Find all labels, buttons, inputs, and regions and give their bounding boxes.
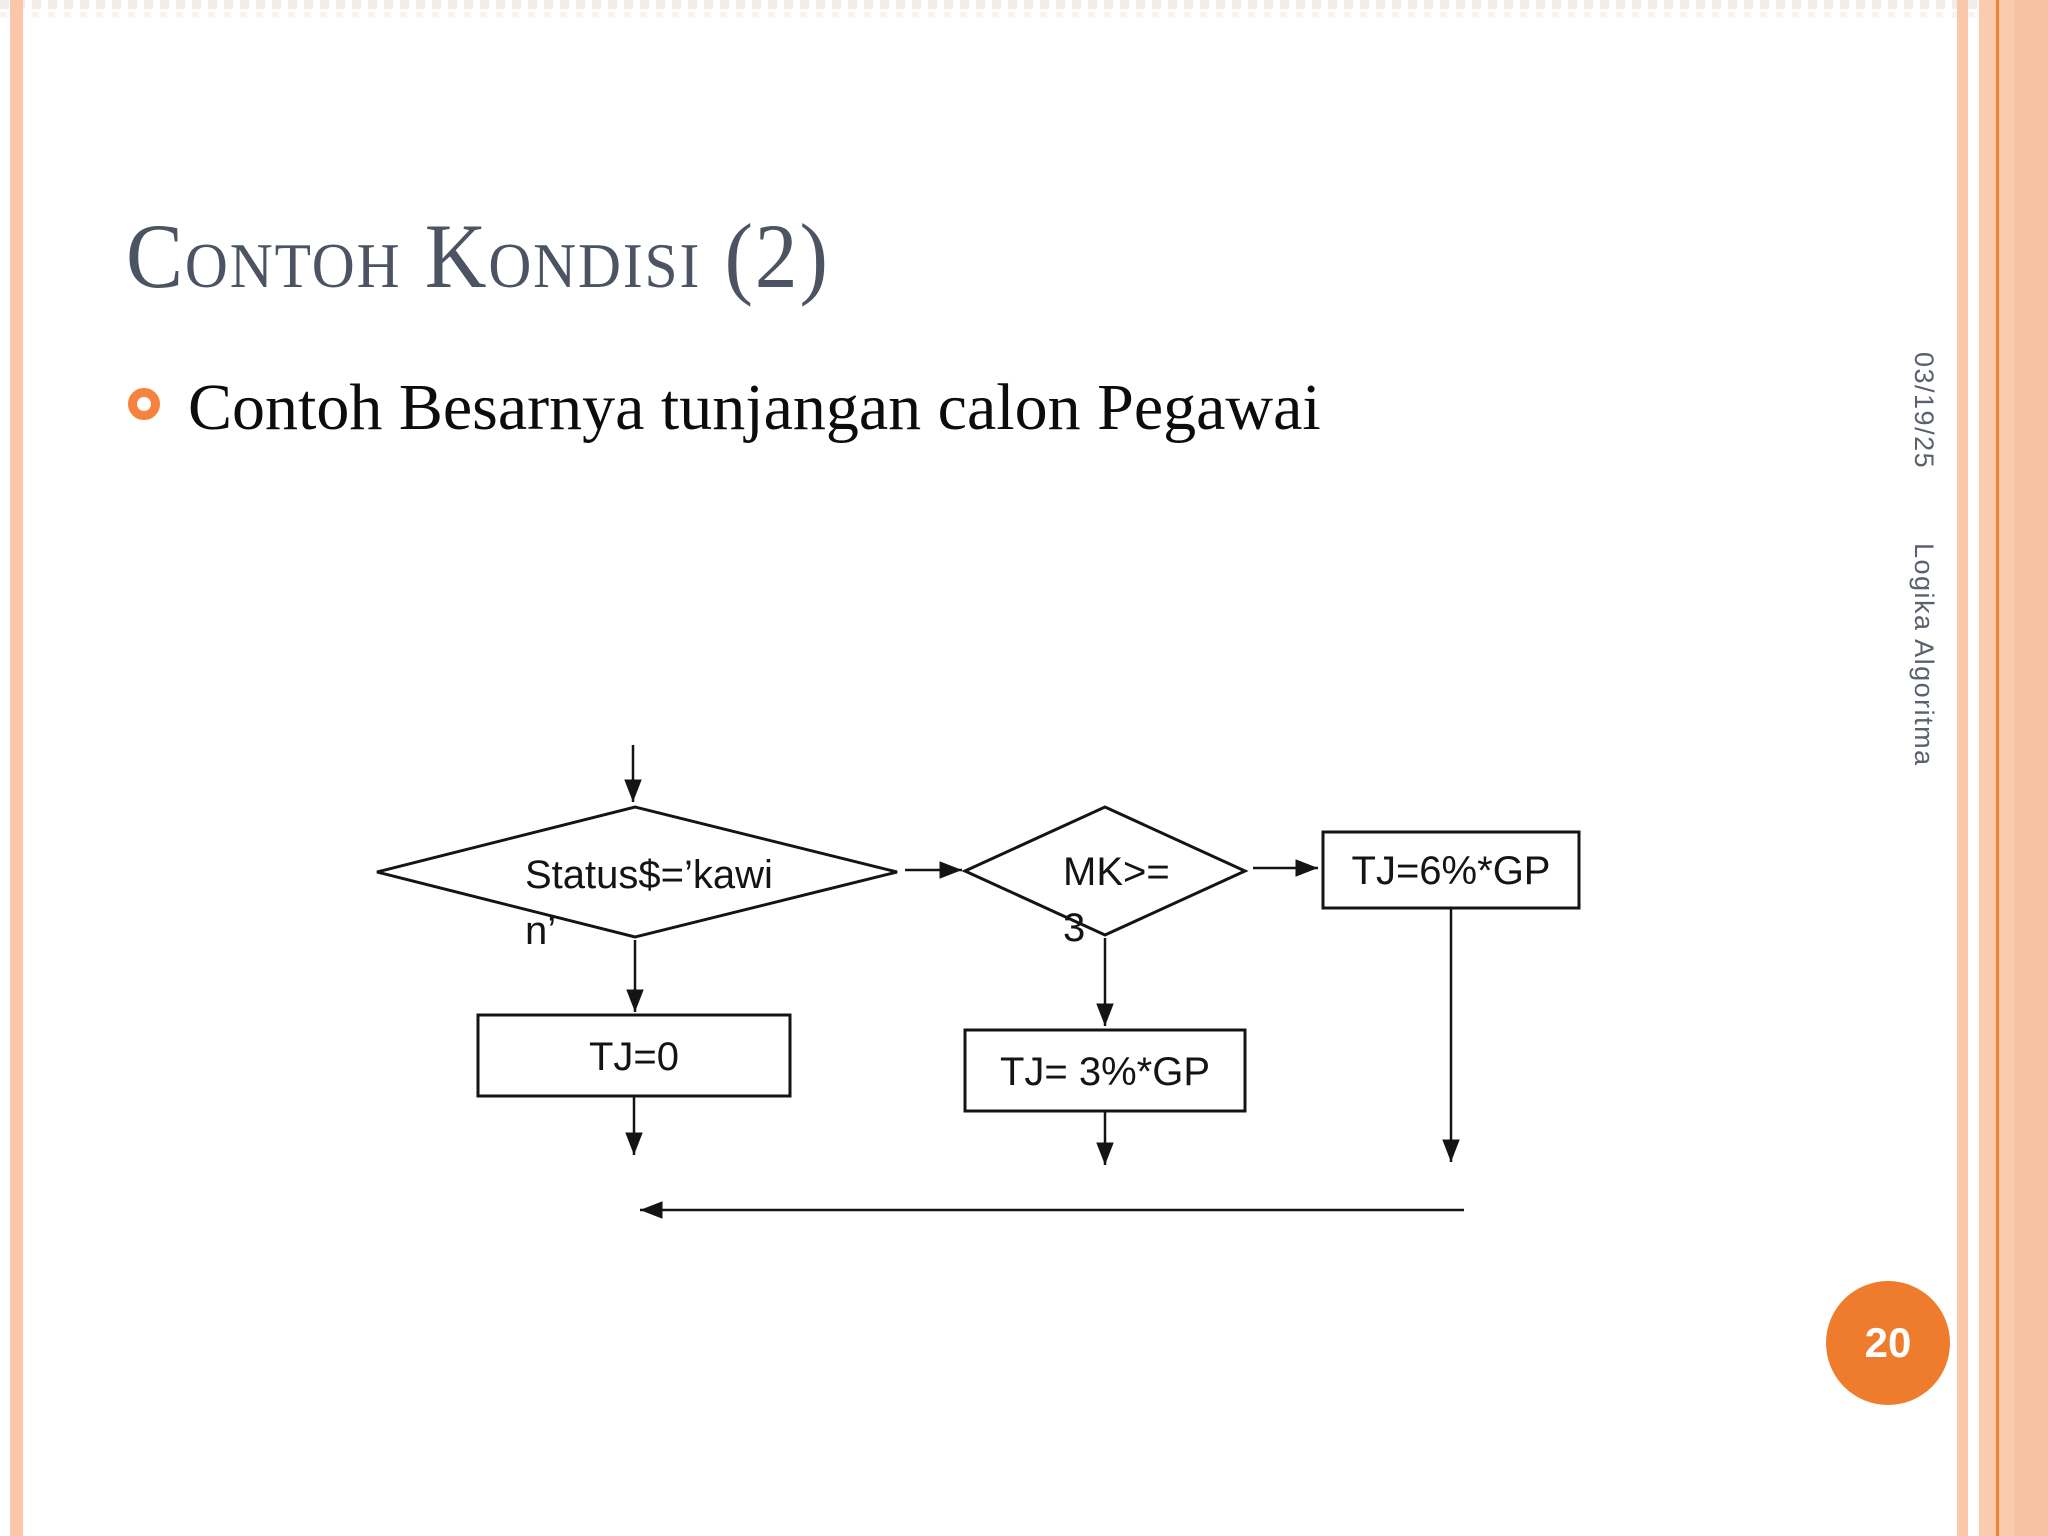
- top-dashed-border-secondary: [0, 12, 2048, 18]
- page-number-badge: 20: [1826, 1281, 1950, 1405]
- process-tj0-label: TJ=0: [589, 1035, 679, 1079]
- left-edge-stripe: [10, 0, 23, 1536]
- bullet-text: Contoh Besarnya tunjangan calon Pegawai: [188, 371, 1321, 444]
- process-tj3-label: TJ= 3%*GP: [1000, 1050, 1210, 1094]
- top-dashed-border: [0, 0, 2048, 9]
- process-tj6-box: [1321, 830, 1581, 910]
- page-title: Contoh Kondisi (2): [126, 205, 830, 307]
- side-course: Logika Algoritma: [1909, 543, 1939, 767]
- process-tj0-box: [476, 1013, 792, 1098]
- decision-mk-diamond: [961, 805, 1249, 937]
- decision-status-label-line2: n’: [525, 909, 556, 953]
- bullet-ring-icon: [128, 388, 160, 420]
- decision-mk-label-line1: MK>=: [1063, 850, 1170, 894]
- decision-status-label-line1: Status$=’kawi: [525, 853, 773, 897]
- process-tj6-label: TJ=6%*GP: [1352, 849, 1551, 893]
- decision-status-diamond: [376, 805, 898, 939]
- process-tj3-box: [963, 1028, 1247, 1113]
- bullet-row: Contoh Besarnya tunjangan calon Pegawai: [128, 370, 1321, 446]
- side-date: 03/19/25: [1909, 352, 1939, 470]
- right-edge-stripe-thin: [1957, 0, 1968, 1536]
- decision-mk-label-line2: 3: [1063, 906, 1085, 950]
- right-edge-orange-line: [1996, 0, 1999, 1536]
- right-edge-shade: [2014, 0, 2048, 1536]
- page-number: 20: [1864, 1319, 1912, 1366]
- right-edge-stripe-band: [1979, 0, 2048, 1536]
